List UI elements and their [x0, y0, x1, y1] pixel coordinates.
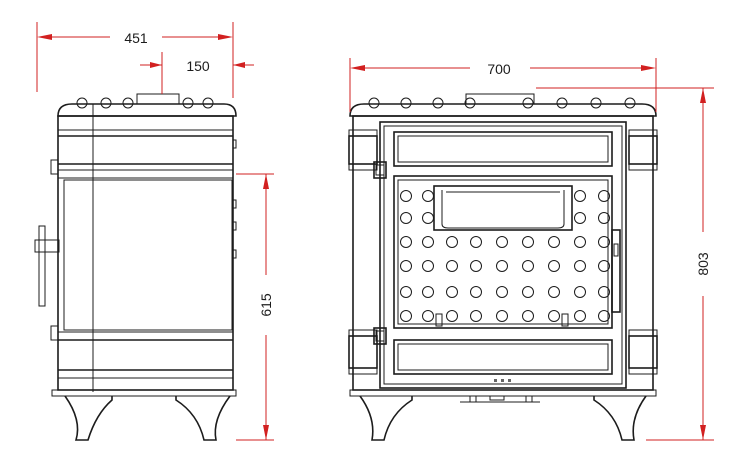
decor-circle [422, 310, 434, 322]
decor-circle [446, 236, 458, 248]
decor-circle [446, 260, 458, 272]
decor-circle [400, 310, 412, 322]
decor-circle [598, 310, 610, 322]
dim-side-height: 615 [236, 173, 274, 441]
side-leg-left [64, 395, 113, 441]
side-body [57, 115, 234, 391]
front-right-column [628, 129, 658, 375]
decor-circle [400, 260, 412, 272]
front-upper-panel [393, 131, 613, 167]
decor-circle [598, 260, 610, 272]
front-base [349, 389, 657, 397]
front-top-plate [349, 103, 657, 117]
side-top-plate [57, 103, 237, 117]
decor-circle [496, 260, 508, 272]
decor-circle [446, 310, 458, 322]
side-base [51, 389, 237, 397]
front-circle-grid [400, 190, 610, 322]
decor-circle [470, 236, 482, 248]
decor-circle [574, 190, 586, 202]
side-leg-right [175, 395, 231, 441]
decor-circle [446, 286, 458, 298]
decor-circle [522, 260, 534, 272]
decor-circle [598, 236, 610, 248]
front-glass-panel [393, 175, 613, 329]
decor-circle [574, 212, 586, 224]
front-underside [420, 395, 586, 403]
front-door-handle [611, 229, 621, 313]
decor-circle [496, 236, 508, 248]
dim-side-height-label: 615 [258, 293, 274, 317]
side-panel [63, 179, 233, 331]
decor-circle [400, 212, 412, 224]
decor-circle [496, 310, 508, 322]
decor-circle [422, 236, 434, 248]
decor-circle [470, 260, 482, 272]
front-leg-left [359, 395, 413, 441]
decor-circle [400, 190, 412, 202]
side-top-rivets [76, 97, 214, 109]
decor-circle [422, 212, 434, 224]
decor-circle [574, 310, 586, 322]
decor-circle [598, 212, 610, 224]
front-vent-dots [494, 379, 511, 382]
decor-circle [496, 286, 508, 298]
front-view [348, 93, 658, 441]
dim-front-height: 803 [536, 87, 714, 441]
decor-circle [574, 260, 586, 272]
side-door-handle [34, 159, 60, 341]
decor-circle [598, 286, 610, 298]
decor-circle [422, 286, 434, 298]
side-flue-collar [136, 93, 180, 105]
decor-circle [422, 190, 434, 202]
front-flue-collar [465, 93, 535, 105]
decor-circle [522, 236, 534, 248]
decor-circle [400, 286, 412, 298]
front-left-column [348, 129, 378, 375]
decor-circle [574, 286, 586, 298]
dim-flue-offset-label: 150 [186, 58, 210, 74]
side-view [34, 93, 237, 441]
decor-circle [522, 286, 534, 298]
front-lower-panel [393, 339, 613, 375]
dim-side-width-label: 451 [124, 30, 148, 46]
decor-circle [548, 260, 560, 272]
decor-circle [422, 260, 434, 272]
decor-circle [574, 236, 586, 248]
front-fire-opening [433, 185, 573, 231]
front-hinges [373, 161, 387, 345]
decor-circle [548, 310, 560, 322]
decor-circle [400, 236, 412, 248]
dim-front-width-label: 700 [487, 61, 511, 77]
decor-circle [470, 286, 482, 298]
front-leg-right [593, 395, 647, 441]
front-door-frame [379, 121, 627, 389]
dim-front-height-label: 803 [695, 252, 711, 276]
decor-circle [522, 310, 534, 322]
dim-flue-offset: 150 [140, 52, 254, 94]
decor-circle [470, 310, 482, 322]
front-top-rivets [368, 97, 636, 109]
decor-circle [548, 286, 560, 298]
decor-circle [548, 236, 560, 248]
dim-side-width: 451 [36, 22, 234, 98]
decor-circle [598, 190, 610, 202]
dim-front-width: 700 [349, 58, 657, 112]
